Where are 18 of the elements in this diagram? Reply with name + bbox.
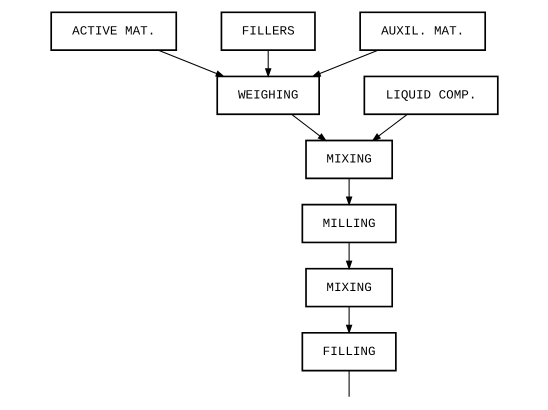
node-box: AUXIL. MAT. [358,11,486,51]
node-box: MIXING [304,268,393,308]
node-box: ACTIVE MAT. [50,11,177,51]
node-box: FILLERS [220,11,316,51]
node-box: MIXING [304,140,393,180]
arrow [345,242,352,270]
arrow [290,114,327,142]
arrow [264,50,272,78]
connector [348,370,350,397]
node-box: LIQUID COMP. [363,76,498,116]
arrow [158,50,225,77]
node-box: WEIGHING [216,76,320,116]
arrow [371,114,408,142]
arrow [310,50,378,77]
arrow [345,178,352,206]
arrow [345,306,352,334]
node-box: MILLING [301,204,396,244]
node-box: FILLING [301,332,396,372]
